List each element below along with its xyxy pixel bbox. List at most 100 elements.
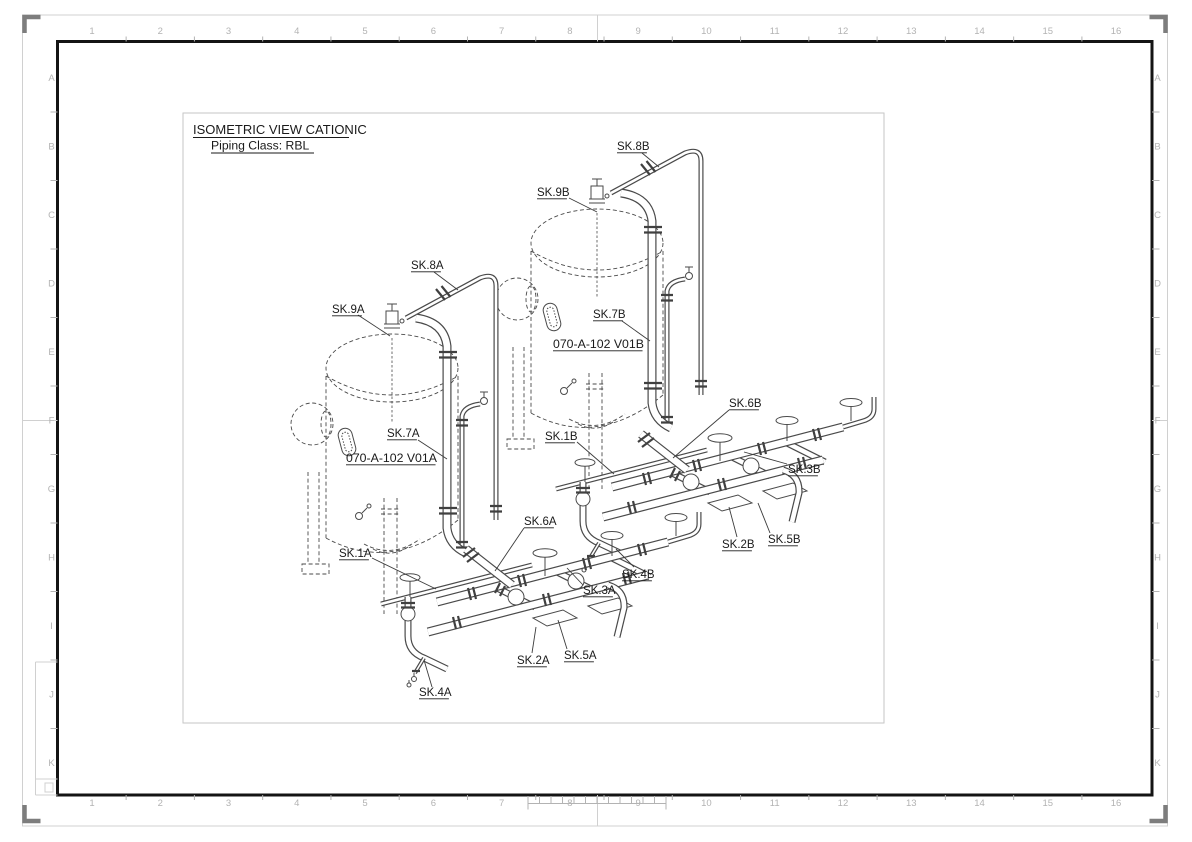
svg-text:5: 5 (362, 798, 367, 809)
label-sk-8a: SK.8A (411, 260, 459, 291)
svg-text:SK.3B: SK.3B (788, 464, 821, 476)
svg-text:14: 14 (974, 798, 985, 809)
svg-text:H: H (1154, 553, 1161, 564)
label-sk-7b: SK.7B (593, 309, 651, 342)
annotations: SK.8B SK.9B SK.8A SK.9A SK.7B 070-A-102 V01B S… (332, 141, 821, 700)
svg-text:K: K (48, 758, 55, 769)
label-sk-2b: SK.2B (722, 506, 755, 552)
svg-text:13: 13 (906, 26, 917, 37)
corner-trim-marks (22, 14, 1168, 824)
label-sk-4a: SK.4A (419, 659, 452, 700)
svg-text:5: 5 (362, 26, 367, 37)
label-sk-9b: SK.9B (537, 187, 598, 213)
svg-text:SK.5B: SK.5B (768, 534, 801, 546)
svg-text:SK.8A: SK.8A (411, 260, 444, 272)
label-sk-1a: SK.1A (339, 548, 437, 590)
svg-text:H: H (48, 553, 55, 564)
label-sk-7a: SK.7A (387, 428, 448, 460)
svg-text:SK.8B: SK.8B (617, 141, 650, 153)
svg-text:7: 7 (499, 798, 504, 809)
svg-text:11: 11 (770, 798, 780, 809)
view-title: ISOMETRIC VIEW CATIONIC (193, 122, 367, 137)
svg-text:A: A (48, 73, 55, 84)
label-sk-6b: SK.6B (672, 398, 762, 459)
label-sk-1b: SK.1B (545, 431, 615, 475)
reference-scale (527, 796, 667, 810)
svg-text:8: 8 (567, 798, 572, 809)
svg-text:G: G (48, 484, 55, 495)
svg-text:I: I (50, 621, 53, 632)
svg-text:E: E (48, 347, 54, 358)
svg-text:SK.2B: SK.2B (722, 539, 755, 551)
svg-text:SK.3A: SK.3A (583, 585, 616, 597)
svg-text:4: 4 (294, 26, 299, 37)
label-sk-9a: SK.9A (332, 304, 391, 337)
label-sk-8b: SK.8B (617, 141, 660, 168)
svg-text:SK.9B: SK.9B (537, 187, 570, 199)
svg-text:SK.6A: SK.6A (524, 516, 557, 528)
svg-text:10: 10 (701, 798, 712, 809)
label-sk-5b: SK.5B (757, 502, 801, 547)
svg-text:1: 1 (89, 798, 94, 809)
svg-text:F: F (49, 416, 55, 427)
svg-text:B: B (1154, 142, 1160, 153)
svg-text:14: 14 (974, 26, 985, 37)
svg-text:3: 3 (226, 798, 231, 809)
svg-text:10: 10 (701, 26, 712, 37)
svg-text:J: J (49, 690, 54, 701)
svg-text:B: B (48, 142, 54, 153)
svg-text:9: 9 (636, 26, 641, 37)
svg-text:SK.1B: SK.1B (545, 431, 578, 443)
svg-text:SK.7B: SK.7B (593, 309, 626, 321)
svg-text:SK.4B: SK.4B (622, 569, 655, 581)
label-sk-3b: SK.3B (743, 451, 821, 477)
svg-text:E: E (1154, 347, 1160, 358)
svg-text:070-A-102 V01A: 070-A-102 V01A (346, 451, 438, 465)
svg-text:K: K (1154, 758, 1161, 769)
svg-text:SK.9A: SK.9A (332, 304, 365, 316)
valve-manifold-b (556, 397, 874, 572)
vessel-070-a-102-v01a (291, 276, 502, 614)
svg-text:13: 13 (906, 798, 917, 809)
svg-text:SK.5A: SK.5A (564, 650, 597, 662)
label-sk-2a: SK.2A (517, 626, 550, 668)
label-sk-6a: SK.6A (494, 516, 557, 572)
svg-text:2: 2 (158, 798, 163, 809)
svg-text:15: 15 (1042, 26, 1053, 37)
svg-text:SK.4A: SK.4A (419, 687, 452, 699)
svg-text:3: 3 (226, 26, 231, 37)
svg-text:7: 7 (499, 26, 504, 37)
svg-text:SK.1A: SK.1A (339, 548, 372, 560)
view-title-block: ISOMETRIC VIEW CATIONIC Piping Class: RB… (193, 122, 367, 154)
svg-text:16: 16 (1111, 26, 1122, 37)
svg-text:G: G (1154, 484, 1161, 495)
svg-text:16: 16 (1111, 798, 1122, 809)
svg-text:6: 6 (431, 26, 436, 37)
view-subtitle: Piping Class: RBL (211, 139, 309, 153)
svg-text:6: 6 (431, 798, 436, 809)
svg-text:070-A-102 V01B: 070-A-102 V01B (553, 337, 644, 351)
svg-text:C: C (48, 210, 55, 221)
svg-text:SK.7A: SK.7A (387, 428, 420, 440)
svg-text:I: I (1156, 621, 1159, 632)
drawing-frame (56, 40, 1154, 797)
svg-text:8: 8 (567, 26, 572, 37)
view-frame (182, 112, 885, 724)
label-sk-3a: SK.3A (566, 567, 616, 598)
svg-text:12: 12 (838, 26, 849, 37)
svg-text:2: 2 (158, 26, 163, 37)
svg-text:1: 1 (89, 26, 94, 37)
svg-text:SK.2A: SK.2A (517, 655, 550, 667)
svg-text:12: 12 (838, 798, 849, 809)
center-marks (22, 15, 1168, 826)
svg-text:15: 15 (1042, 798, 1053, 809)
label-tag-v01a: 070-A-102 V01A (346, 451, 438, 466)
label-sk-4b: SK.4B (615, 548, 655, 582)
svg-text:F: F (1155, 416, 1161, 427)
svg-text:SK.6B: SK.6B (729, 398, 762, 410)
svg-text:C: C (1154, 210, 1161, 221)
